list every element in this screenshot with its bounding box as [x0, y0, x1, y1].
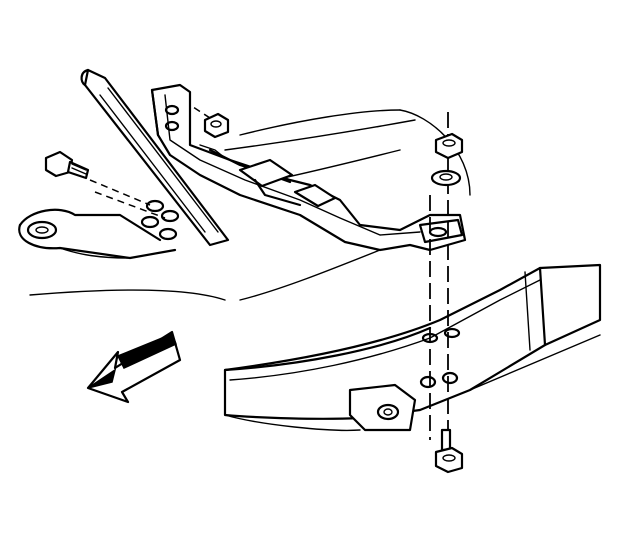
top-washer [430, 169, 462, 187]
crossmember-bracket [80, 68, 230, 247]
bottom-nut [434, 428, 464, 474]
frame-rail [223, 263, 602, 432]
front-of-vehicle-arrow [86, 330, 182, 404]
lower-frame-left [18, 208, 177, 260]
upper-mount-bracket [150, 83, 467, 252]
side-nut [203, 112, 230, 139]
top-nut [434, 132, 464, 160]
side-bolt [44, 150, 90, 180]
floor-pan-outline [29, 109, 471, 301]
